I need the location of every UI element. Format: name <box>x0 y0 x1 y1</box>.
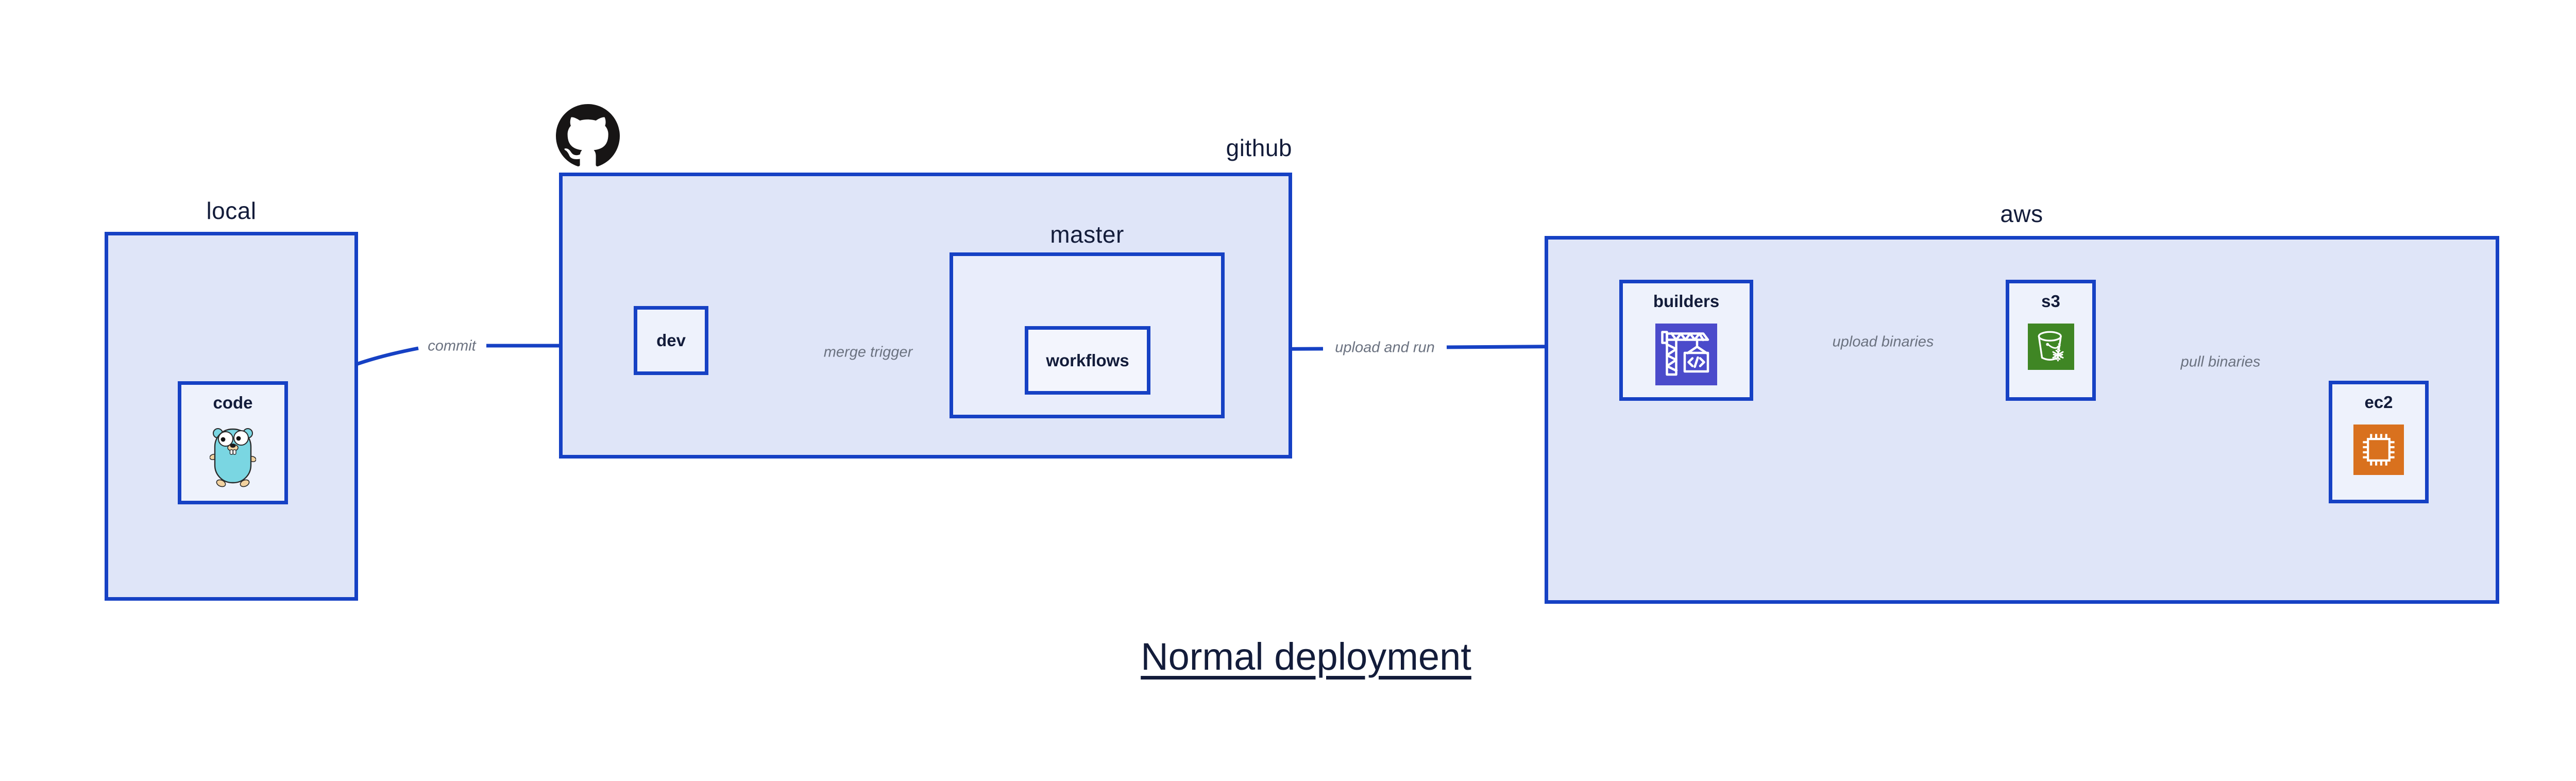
edge-upload-and-run-label: upload and run <box>1335 339 1435 356</box>
node-dev: dev <box>634 306 708 375</box>
aws-codebuild-icon <box>1655 324 1717 385</box>
workflows-node-label: workflows <box>1046 350 1129 370</box>
master-container-label: master <box>1050 221 1124 248</box>
dev-node-label: dev <box>656 331 686 350</box>
node-workflows: workflows <box>1025 326 1150 395</box>
builders-node-label: builders <box>1653 292 1720 311</box>
aws-container-label: aws <box>2000 200 2043 227</box>
edge-upload-binaries-label: upload binaries <box>1832 333 1934 350</box>
local-container-label: local <box>206 197 257 224</box>
code-node-label: code <box>213 393 253 412</box>
s3-node-label: s3 <box>2041 292 2060 311</box>
edge-pull-binaries-label: pull binaries <box>2180 353 2261 370</box>
node-s3: s3 <box>2006 280 2096 401</box>
go-gopher-icon <box>210 428 256 487</box>
node-code: code <box>178 381 288 504</box>
edge-merge-trigger-label: merge trigger <box>823 344 913 361</box>
edge-commit-label: commit <box>428 337 476 354</box>
aws-ec2-chip-icon <box>2353 425 2404 475</box>
aws-s3-glacier-bucket-icon <box>2027 324 2074 370</box>
github-container-label: github <box>1226 134 1292 161</box>
github-logo-icon <box>556 104 620 166</box>
diagram-title: Normal deployment <box>1141 635 1471 678</box>
ec2-node-label: ec2 <box>2364 393 2393 412</box>
node-builders: builders <box>1619 280 1753 401</box>
node-ec2: ec2 <box>2329 381 2429 503</box>
